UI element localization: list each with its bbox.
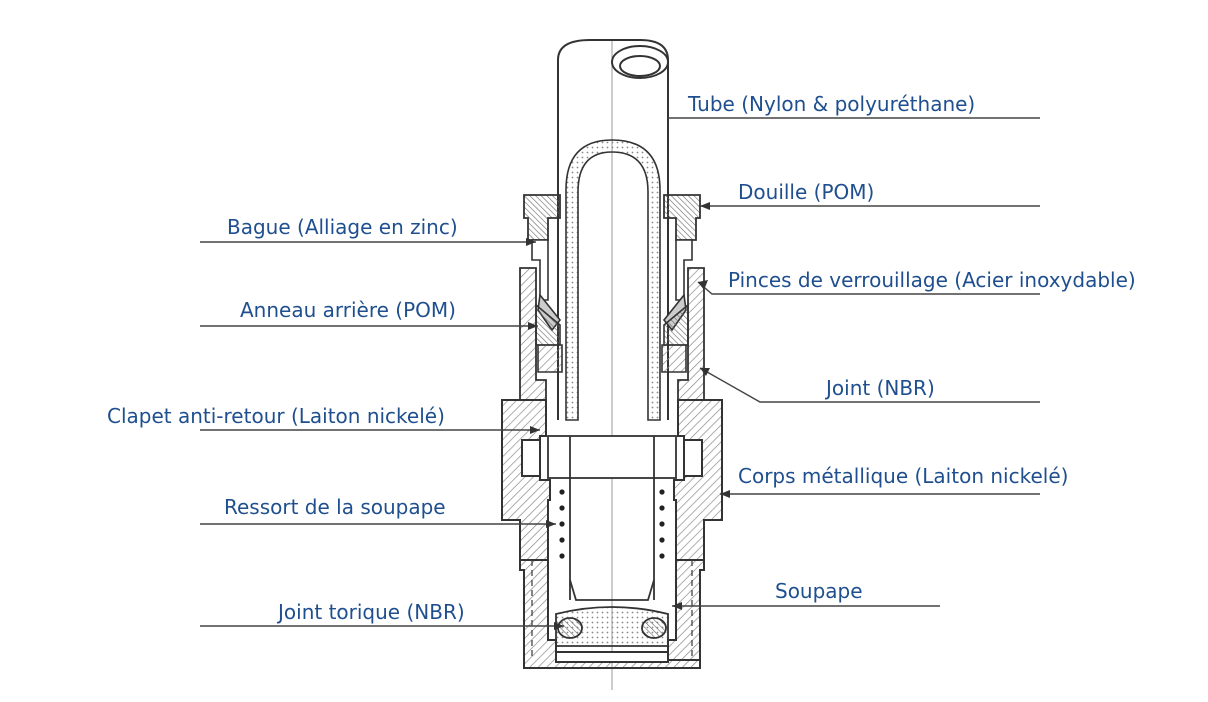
label-douille: Douille (POM) <box>738 180 875 204</box>
check-valve-part <box>547 435 677 600</box>
leader-lines <box>200 117 1040 627</box>
label-soupape: Soupape <box>775 579 863 603</box>
arrowheads <box>526 202 730 630</box>
clip-part <box>531 239 693 332</box>
inner-insert <box>565 139 661 421</box>
label-anneau: Anneau arrière (POM) <box>240 298 456 322</box>
thread-lines <box>531 560 693 660</box>
label-bague: Bague (Alliage en zinc) <box>227 215 458 239</box>
spring-part <box>559 489 665 559</box>
valve-disc-part <box>555 579 669 647</box>
label-clapet: Clapet anti-retour (Laiton nickelé) <box>107 404 445 428</box>
label-ressort: Ressort de la soupape <box>224 495 446 519</box>
body-lower <box>519 559 705 669</box>
label-joint-torique: Joint torique (NBR) <box>278 600 465 624</box>
label-joint: Joint (NBR) <box>826 376 935 400</box>
seal-part <box>535 303 689 373</box>
label-pinces: Pinces de verrouillage (Acier inoxydable… <box>728 268 1136 292</box>
label-tube: Tube (Nylon & polyuréthane) <box>688 92 976 116</box>
metal-body-part <box>501 399 723 561</box>
label-corps: Corps métallique (Laiton nickelé) <box>738 464 1069 488</box>
